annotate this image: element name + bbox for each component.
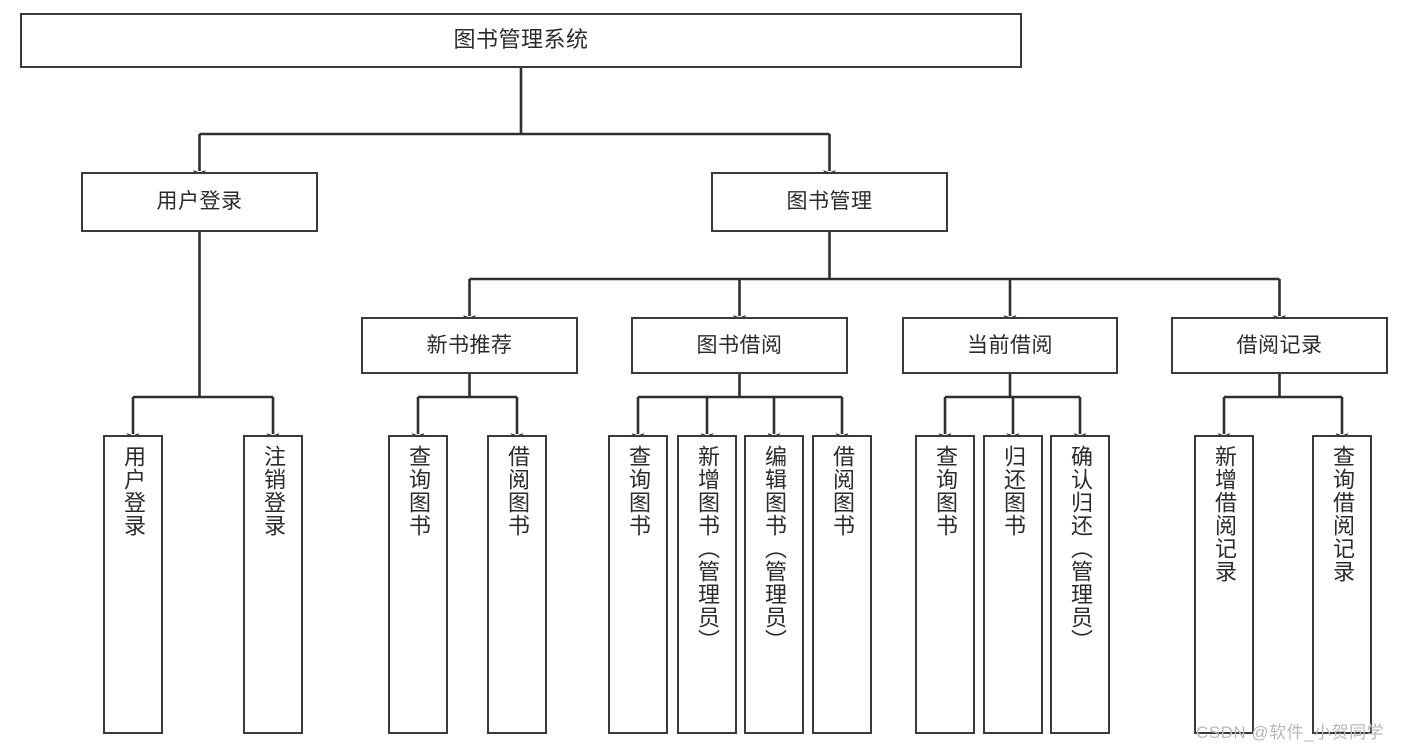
node-book-borrow[interactable]: 图书借阅 [631, 317, 848, 374]
node-root-label: 图书管理系统 [453, 27, 589, 53]
node-borrow-record[interactable]: 借阅记录 [1171, 317, 1388, 374]
node-current-borrow[interactable]: 当前借阅 [902, 317, 1118, 374]
node-leaf-query-book-3-label: 查询图书 [932, 445, 958, 537]
csdn-watermark: CSDN @软件_小贺同学 [1196, 723, 1385, 742]
node-leaf-borrow-book-2-label: 借阅图书 [829, 445, 855, 537]
node-user-login[interactable]: 用户登录 [81, 172, 318, 232]
node-book-borrow-label: 图书借阅 [696, 333, 783, 357]
node-leaf-confirm-return-label: 确认归还（管理员） [1067, 445, 1093, 652]
node-leaf-query-book-1-label: 查询图书 [405, 445, 431, 537]
node-leaf-user-login[interactable]: 用户登录 [103, 435, 163, 734]
node-leaf-add-book-label: 新增图书（管理员） [694, 445, 720, 652]
node-leaf-query-record-label: 查询借阅记录 [1329, 445, 1355, 583]
node-borrow-record-label: 借阅记录 [1236, 333, 1323, 357]
node-leaf-borrow-book-2[interactable]: 借阅图书 [812, 435, 872, 734]
node-leaf-borrow-book-1[interactable]: 借阅图书 [487, 435, 547, 734]
edge-group [126, 68, 1349, 445]
node-leaf-query-book-2[interactable]: 查询图书 [608, 435, 668, 734]
node-leaf-edit-book[interactable]: 编辑图书（管理员） [744, 435, 804, 734]
node-leaf-return-book[interactable]: 归还图书 [983, 435, 1043, 734]
node-leaf-borrow-book-1-label: 借阅图书 [504, 445, 530, 537]
node-leaf-query-book-2-label: 查询图书 [625, 445, 651, 537]
node-leaf-confirm-return[interactable]: 确认归还（管理员） [1050, 435, 1110, 734]
node-leaf-user-logout-label: 注销登录 [260, 445, 286, 537]
node-leaf-edit-book-label: 编辑图书（管理员） [761, 445, 787, 652]
node-leaf-query-book-1[interactable]: 查询图书 [388, 435, 448, 734]
node-leaf-return-book-label: 归还图书 [1000, 445, 1026, 537]
node-book-manage[interactable]: 图书管理 [711, 172, 948, 232]
node-leaf-user-login-label: 用户登录 [120, 445, 146, 537]
node-root[interactable]: 图书管理系统 [20, 13, 1022, 68]
node-user-login-label: 用户登录 [156, 190, 243, 214]
node-current-borrow-label: 当前借阅 [967, 333, 1053, 357]
node-book-manage-label: 图书管理 [786, 190, 873, 214]
node-new-book-recommend-label: 新书推荐 [426, 333, 513, 357]
node-leaf-query-record[interactable]: 查询借阅记录 [1312, 435, 1372, 734]
node-new-book-recommend[interactable]: 新书推荐 [361, 317, 578, 374]
node-leaf-add-book[interactable]: 新增图书（管理员） [677, 435, 737, 734]
node-leaf-add-record-label: 新增借阅记录 [1211, 445, 1237, 583]
node-leaf-user-logout[interactable]: 注销登录 [243, 435, 303, 734]
node-leaf-query-book-3[interactable]: 查询图书 [915, 435, 975, 734]
node-leaf-add-record[interactable]: 新增借阅记录 [1194, 435, 1254, 734]
